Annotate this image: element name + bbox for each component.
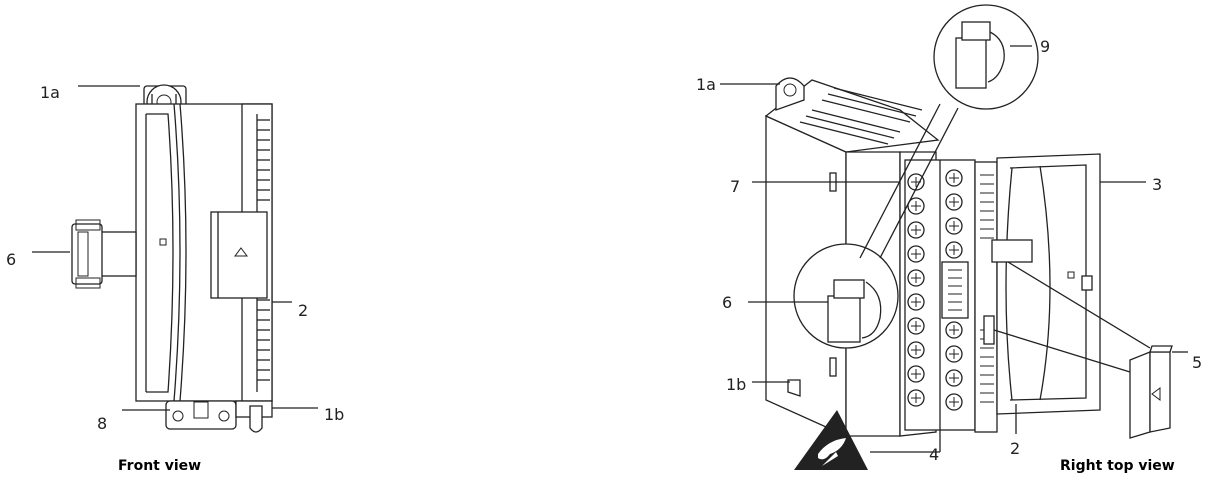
front-curved-panel — [146, 113, 174, 393]
callout-front-1a: 1a — [40, 83, 60, 102]
detached-connector-cover — [1129, 345, 1173, 439]
callout-top-4: 4 — [929, 445, 939, 464]
front-small-indicator — [159, 238, 167, 246]
callout-front-6: 6 — [6, 250, 16, 269]
top-expansion-latch — [983, 315, 995, 345]
zoom-line — [879, 107, 959, 259]
callout-top-1a: 1a — [696, 75, 716, 94]
callout-front-8: 8 — [97, 414, 107, 433]
leader-cover — [993, 329, 1131, 373]
right-top-view: 1a 9 3 7 6 5 1b 4 2 Right top view — [696, 4, 1202, 474]
leader-cover — [1007, 261, 1151, 349]
front-view: 1a 6 2 8 1b Front view — [6, 83, 344, 474]
callout-front-1b: 1b — [324, 405, 344, 424]
front-bottom-mount-foot — [165, 400, 273, 433]
magnify-circle-6 — [793, 243, 899, 349]
top-vents — [799, 87, 923, 145]
caption-front-view: Front view — [118, 458, 201, 474]
magnify-circle-9 — [933, 4, 1039, 110]
top-expansion-connector — [991, 239, 1033, 263]
callout-front-2: 2 — [298, 301, 308, 320]
front-bus-connector — [71, 219, 137, 289]
top-mount-tab — [775, 77, 805, 111]
front-connector-block — [210, 211, 268, 299]
terminal-mid-pins — [948, 269, 962, 311]
zoom-line — [859, 103, 941, 259]
terminal-mid-connector — [941, 261, 969, 319]
front-ridges — [257, 119, 270, 381]
callout-top-3: 3 — [1152, 175, 1162, 194]
callout-top-7: 7 — [730, 177, 740, 196]
top-open-door — [996, 153, 1101, 415]
callout-top-6: 6 — [722, 293, 732, 312]
top-side-slot — [829, 357, 837, 377]
callout-top-9: 9 — [1040, 37, 1050, 56]
callout-top-1b: 1b — [726, 375, 746, 394]
callout-top-2: 2 — [1010, 439, 1020, 458]
top-bottom-foot — [787, 379, 801, 397]
callout-top-5: 5 — [1192, 353, 1202, 372]
front-triangle-marker — [234, 247, 248, 257]
caption-right-top-view: Right top view — [1060, 458, 1175, 474]
esd-warning-icon — [794, 410, 868, 470]
